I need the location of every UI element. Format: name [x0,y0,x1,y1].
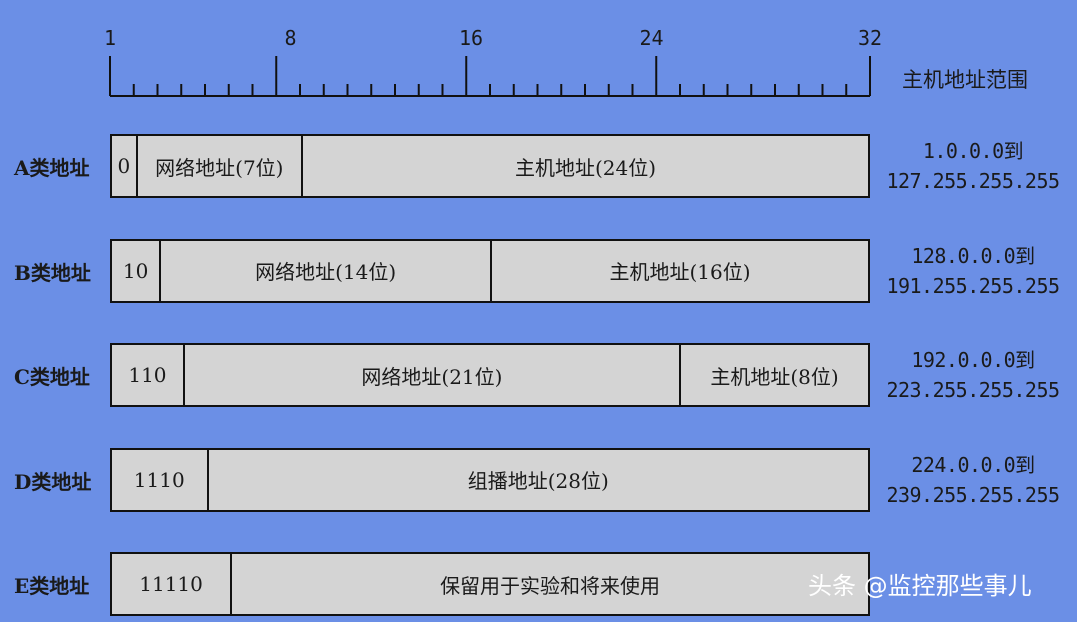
address-field: 主机地址(16位) [490,240,868,301]
watermark: 头条 @监控那些事儿 [808,572,1032,600]
range-end: 223.255.255.255 [886,378,1060,402]
row-label: E类地址 [14,574,90,598]
range-start: 224.0.0.0到 [911,452,1035,477]
address-field: 网络地址(14位) [159,240,490,301]
address-field: 主机地址(24位) [301,136,868,196]
address-field: 保留用于实验和将来使用 [230,554,868,614]
row-label: D类地址 [14,469,92,494]
range-end: 239.255.255.255 [886,482,1060,507]
address-field: 网络地址(21位) [182,345,679,405]
class-prefix-bits: 1110 [133,467,185,492]
address-bar: 11110 保留用于实验和将来使用 [110,552,870,616]
host-range: 224.0.0.0到 239.255.255.255 [878,450,1068,510]
range-end: 127.255.255.255 [886,169,1060,193]
class-prefix-bits: 0 [117,154,131,178]
class-prefix-bits: 110 [128,363,167,387]
ruler-graphic [109,56,871,97]
class-prefix-bits: 11110 [139,572,203,596]
ruler-tick-label: 1 [103,26,117,50]
bit-ruler: 1 8 16 24 32 主机地址范围 [0,0,1077,110]
host-range: 128.0.0.0到 191.255.255.255 [878,241,1068,301]
row-label: C类地址 [14,365,90,389]
host-range: 192.0.0.0到 223.255.255.255 [878,345,1068,405]
ruler-tick-label: 16 [458,26,484,50]
row-label: A类地址 [14,156,90,180]
range-start: 192.0.0.0到 [911,348,1035,372]
address-bar: 10 网络地址(14位)主机地址(16位) [110,238,870,303]
range-start: 1.0.0.0到 [922,139,1024,163]
range-start: 128.0.0.0到 [911,243,1035,268]
address-bar: 110 网络地址(21位)主机地址(8位) [110,343,870,407]
address-bar: 1110 组播地址(28位) [110,447,870,512]
address-field: 组播地址(28位) [206,449,869,510]
range-column-title: 主机地址范围 [902,68,1028,92]
ruler-tick-label: 24 [639,26,664,50]
ruler-tick-label: 8 [284,26,297,50]
class-prefix-bits: 10 [122,258,149,283]
ruler-tick-label: 32 [857,26,883,50]
address-field: 网络地址(7位) [135,136,301,196]
row-label: B类地址 [14,260,91,285]
range-end: 191.255.255.255 [886,273,1060,298]
address-field: 主机地址(8位) [679,345,868,405]
host-range: 1.0.0.0到 127.255.255.255 [878,136,1068,196]
